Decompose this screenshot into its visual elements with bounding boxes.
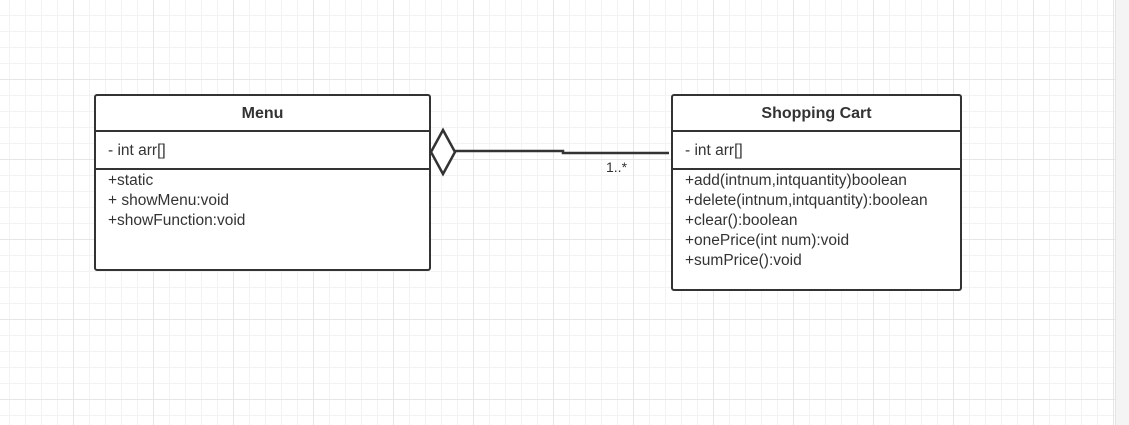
canvas-scrollbar[interactable]	[1115, 0, 1129, 425]
multiplicity-label: 1..*	[606, 159, 628, 175]
class-name: Shopping Cart	[673, 96, 960, 132]
method: + showMenu:void	[108, 192, 230, 209]
class-menu[interactable]: Menu - int arr[] +static + showMenu:void…	[94, 94, 431, 271]
attribute: - int arr[]	[108, 142, 166, 159]
method: +delete(intnum,intquantity):boolean	[685, 192, 928, 209]
class-attributes: - int arr[]	[96, 132, 429, 170]
method: +showFunction:void	[108, 212, 246, 229]
class-shopping-cart[interactable]: Shopping Cart - int arr[] +add(intnum,in…	[671, 94, 962, 291]
method: +clear():boolean	[685, 212, 798, 229]
association-line	[455, 149, 669, 155]
aggregation-diamond-icon	[429, 127, 457, 177]
method: +static	[108, 172, 154, 189]
attribute: - int arr[]	[685, 142, 743, 159]
method: +onePrice(int num):void	[685, 232, 850, 249]
method: +add(intnum,intquantity)boolean	[685, 172, 907, 189]
class-name: Menu	[96, 96, 429, 132]
class-attributes: - int arr[]	[673, 132, 960, 170]
class-methods: +add(intnum,intquantity)boolean +delete(…	[673, 170, 960, 271]
class-methods: +static + showMenu:void +showFunction:vo…	[96, 170, 429, 231]
method: +sumPrice():void	[685, 252, 802, 269]
